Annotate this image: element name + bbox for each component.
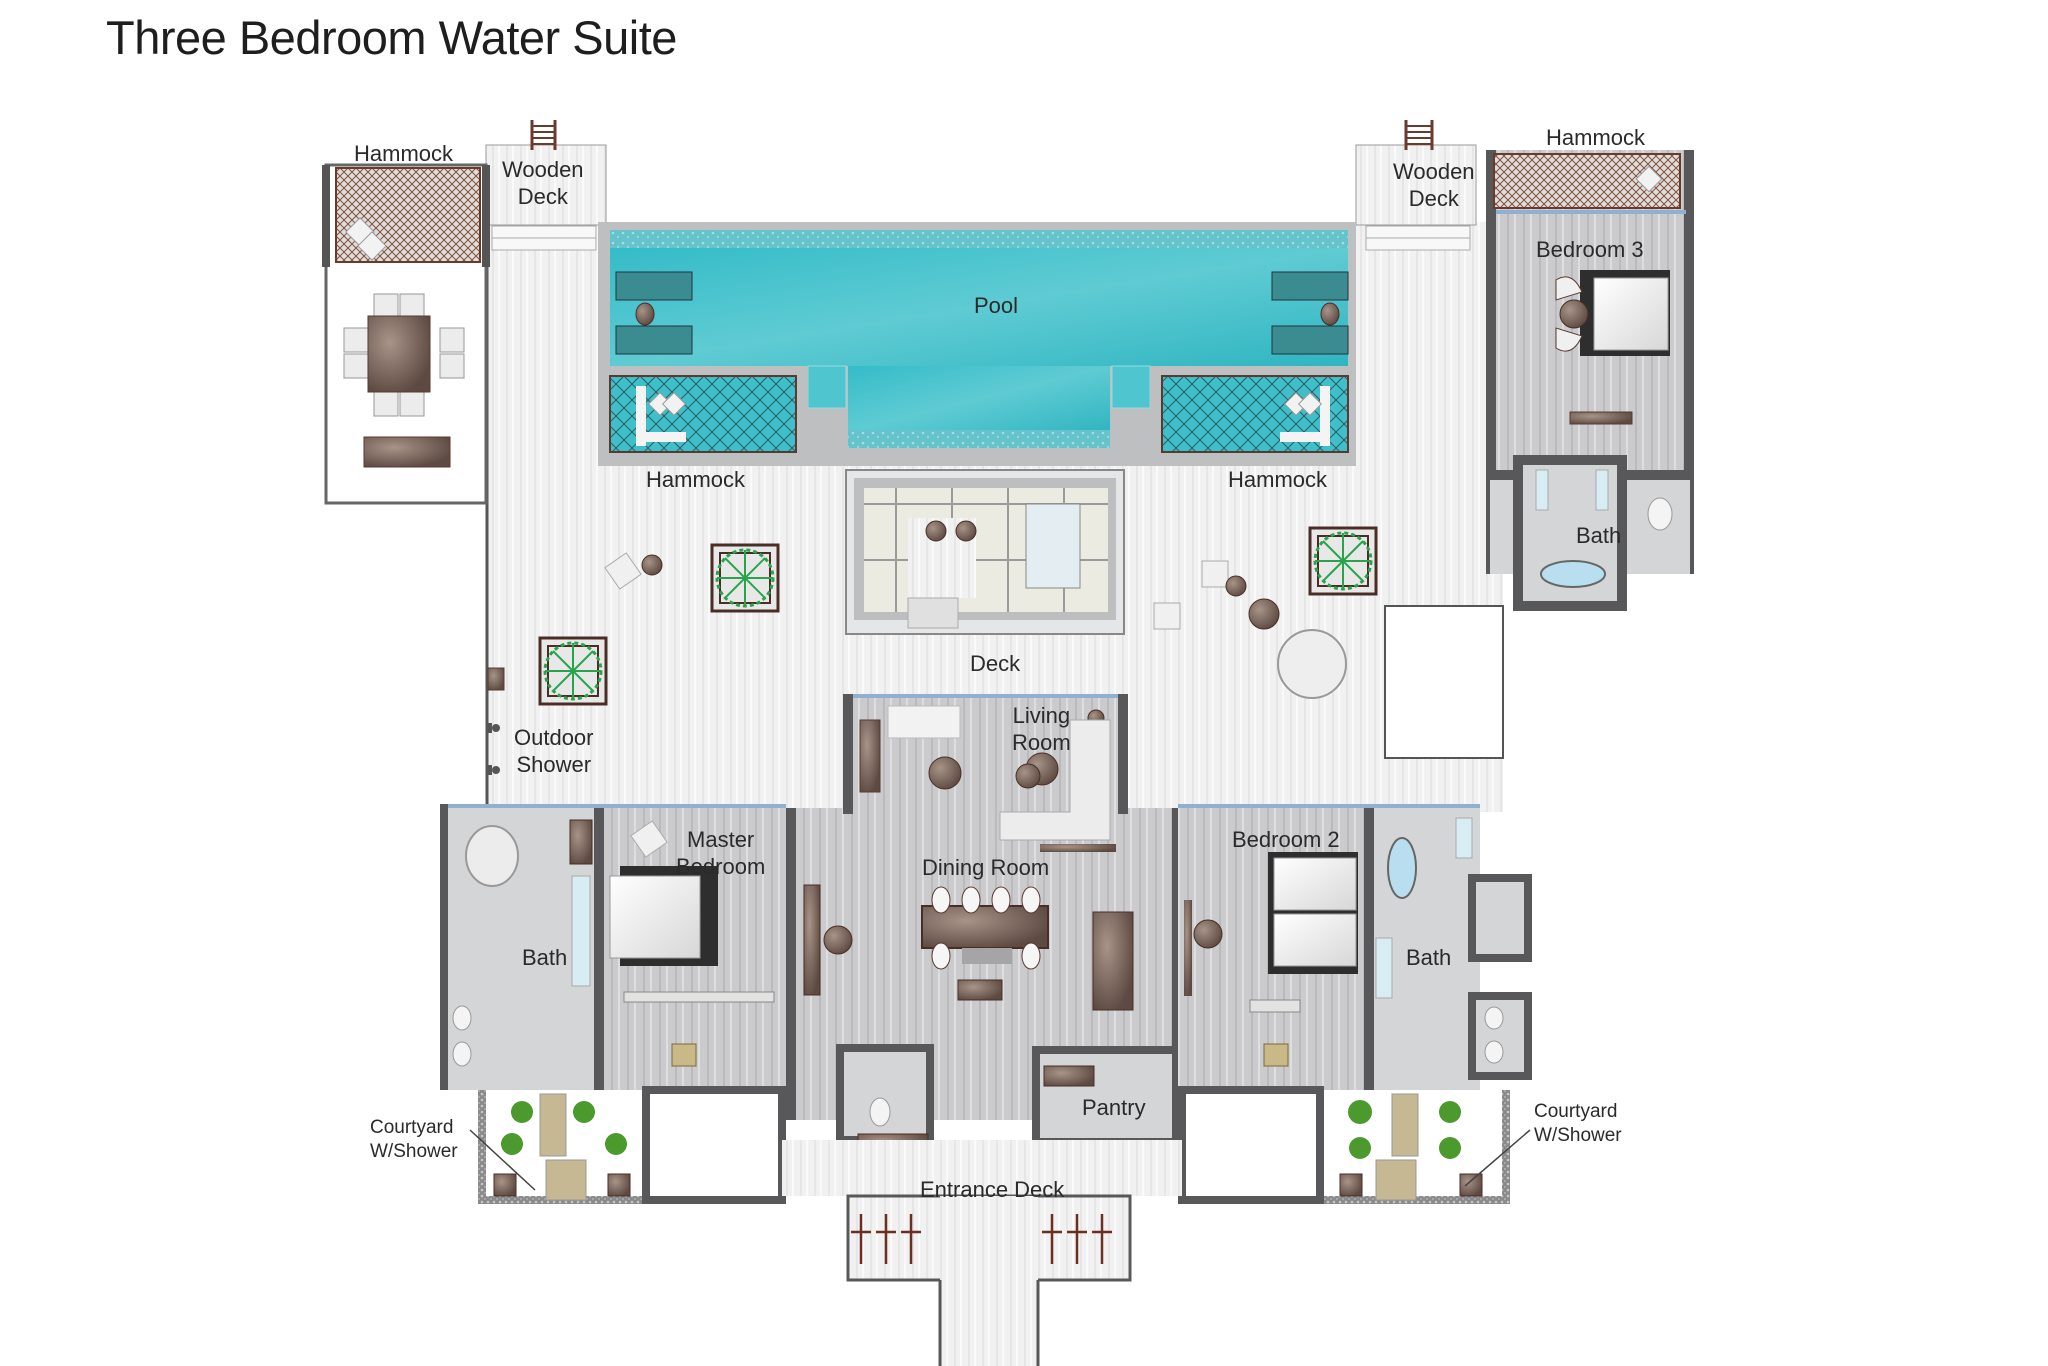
entrance-deck [782,1140,1182,1366]
label-pool: Pool [974,293,1019,318]
label-bath-bedroom-2: Bath [1406,945,1452,970]
label-hammock-left: Hammock [646,467,746,492]
label-wooden-deck-right: Wooden Deck [1393,159,1475,211]
shower-head-icon [486,723,500,775]
pool-hammock-left [598,366,808,464]
page-title: Three Bedroom Water Suite [106,11,677,64]
label-bath-bedroom-3: Bath [1576,523,1622,548]
bedroom-2-suite [1178,804,1532,1092]
round-daybed [1277,629,1347,699]
planter-icon [1308,526,1378,596]
deck-furniture [486,552,1347,775]
label-deck: Deck [970,651,1021,676]
bedroom-3-wing [1486,150,1694,611]
label-bedroom-3: Bedroom 3 [1536,237,1644,262]
daybed [1025,503,1081,589]
label-courtyard-right: Courtyard W/Shower [1534,1101,1622,1146]
pool-lounger [615,271,1349,355]
bench [363,436,451,468]
ladder-icon [530,120,557,150]
master-suite [440,804,786,1092]
label-wooden-deck-left: Wooden Deck [502,157,584,209]
label-hammock-right: Hammock [1228,467,1328,492]
label-bath-master: Bath [522,945,568,970]
label-bedroom-2: Bedroom 2 [1232,827,1340,852]
bicycle-icon [851,1214,1112,1264]
label-outdoor-shower: Outdoor Shower [514,725,594,777]
wooden-deck-left [485,120,607,251]
label-hammock-top-left: Hammock [354,141,454,166]
left-pavilion [322,163,490,505]
label-master-bedroom: Master Bedroom [676,827,766,879]
label-courtyard-left: Courtyard W/Shower [370,1117,458,1162]
interior-block [786,694,1182,1155]
hammock-net [335,167,481,263]
dining-table-outdoor [343,293,465,417]
label-entrance-deck: Entrance Deck [920,1177,1065,1202]
label-dining-room: Dining Room [922,855,1050,880]
outdoor-lounge [845,469,1125,635]
label-pantry: Pantry [1082,1095,1146,1120]
planter-icon [710,543,780,613]
dining-table [921,886,1049,1001]
ladder-icon [1404,120,1434,150]
wooden-deck-right [1355,120,1477,251]
pool-hammock-right [1150,366,1356,464]
planter-icon [538,636,608,706]
courtyard-right [1178,1086,1510,1204]
courtyard-left [478,1086,786,1204]
label-living-room: Living Room [1012,703,1071,755]
label-hammock-top-right: Hammock [1546,125,1646,150]
